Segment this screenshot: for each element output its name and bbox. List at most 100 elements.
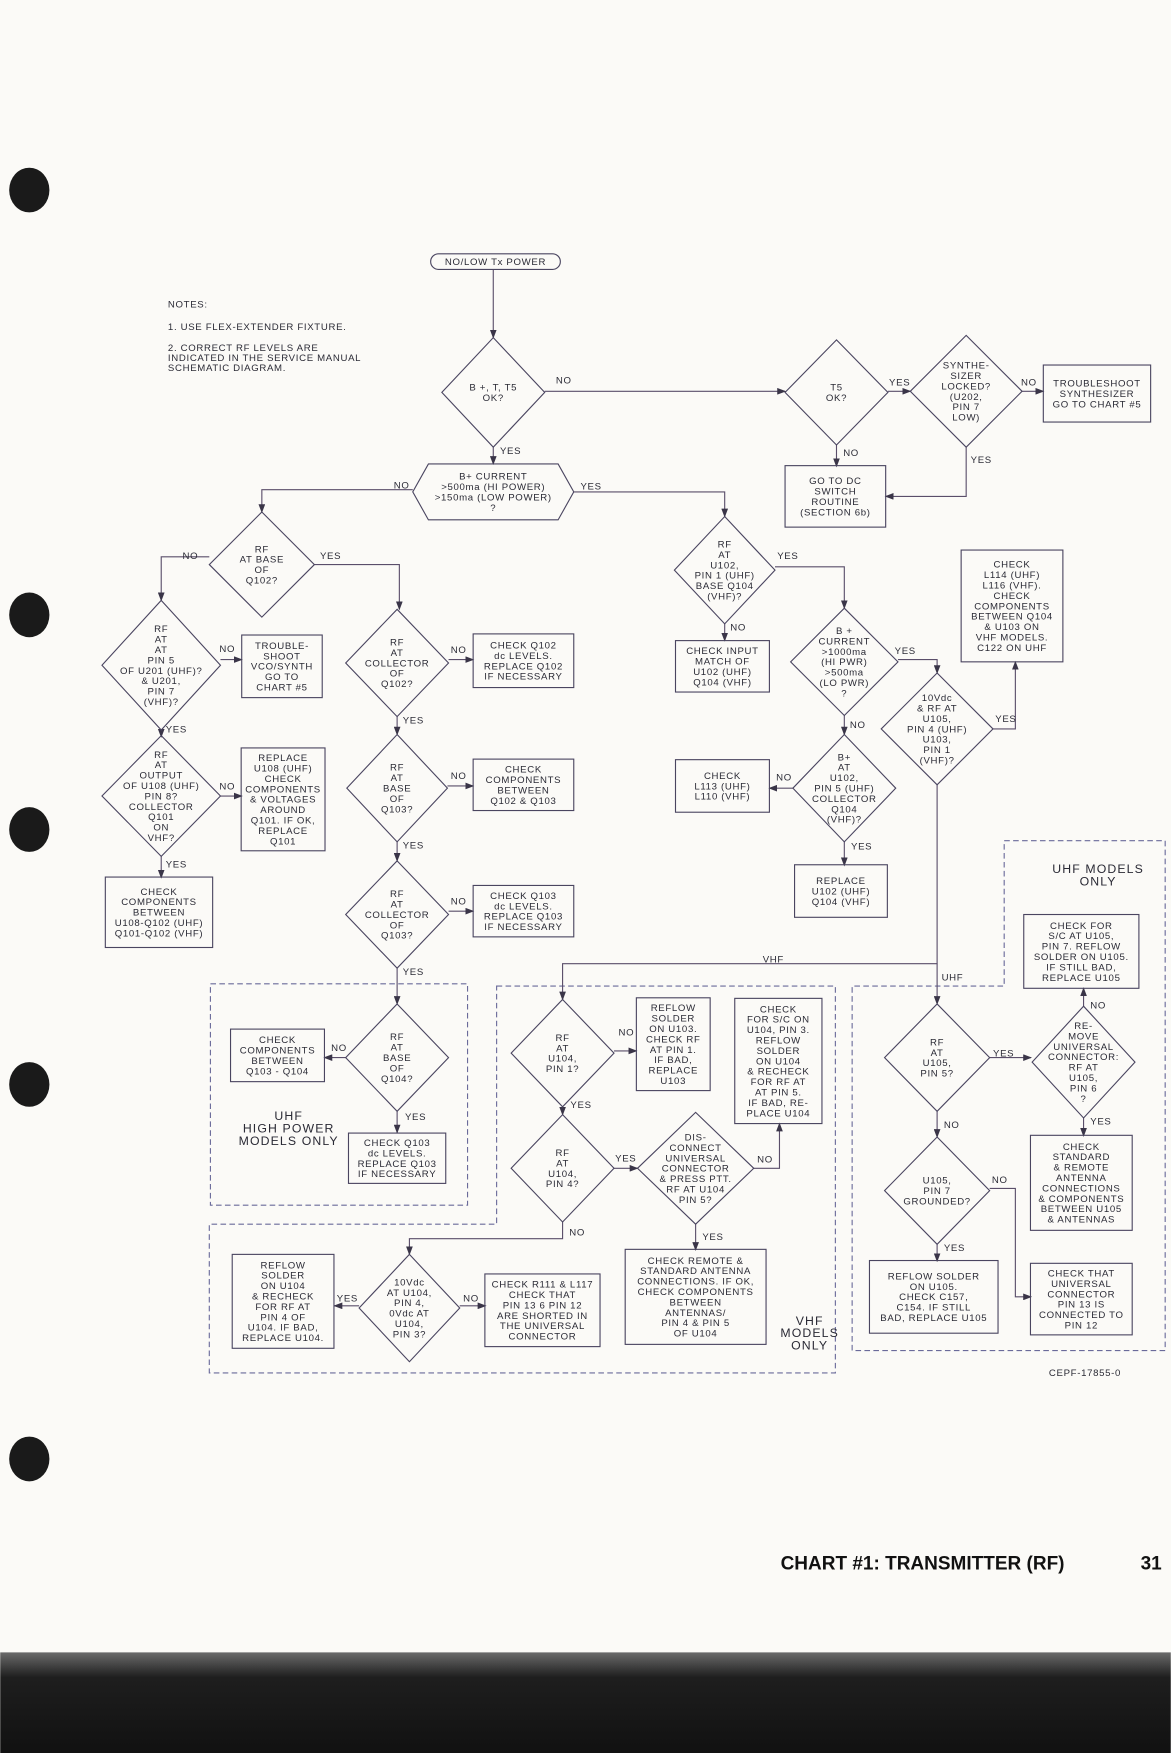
node-text: REFLOW SOLDER: [888, 1271, 980, 1282]
node-text: RF AT: [1069, 1063, 1099, 1074]
node-text: U104,: [395, 1319, 424, 1330]
node-d12-diamond: B +CURRENT>1000ma(HI PWR)>500ma(LO PWR)?: [789, 607, 899, 717]
node-text: CHECK REMOTE &: [648, 1256, 744, 1267]
node-text: CHECK COMPONENTS: [638, 1287, 754, 1298]
branch-label: YES: [995, 714, 1016, 725]
flow-arrow: UHF: [933, 963, 963, 1006]
node-text: TROUBLE-: [255, 641, 309, 652]
node-text: (U202,: [950, 392, 983, 403]
node-text: CONNECTOR:: [1048, 1052, 1119, 1063]
node-text: BASE: [383, 1053, 411, 1064]
arrow-line: [573, 491, 729, 518]
node-text: AT BASE: [240, 555, 284, 566]
branch-label: YES: [777, 551, 798, 562]
diamond-shape: [510, 998, 615, 1108]
flow-arrow: YES: [489, 446, 521, 466]
node-text: ARE SHORTED IN: [497, 1311, 588, 1322]
box-shape: [240, 747, 326, 852]
branch-label: VHF: [763, 955, 784, 966]
note-2-cont2: SCHEMATIC DIAGRAM.: [168, 363, 286, 374]
node-text: PIN 7: [148, 687, 175, 698]
node-text: CHECK: [140, 887, 177, 898]
node-text: SHOOT: [263, 651, 301, 662]
node-text: AT: [155, 760, 168, 771]
node-text: NO/LOW Tx POWER: [445, 257, 546, 268]
node-text: CONNECTIONS. IF OK,: [637, 1277, 754, 1288]
node-text: UNIVERSAL: [1051, 1279, 1112, 1290]
branch-label: NO: [850, 720, 866, 731]
diamond-shape: [208, 511, 316, 618]
node-text: CHECK: [265, 774, 302, 785]
node-text: COMPONENTS: [121, 897, 197, 908]
node-text: C122 ON UHF: [977, 643, 1047, 654]
branch-label: YES: [895, 646, 916, 657]
node-text: L110 (VHF): [695, 792, 751, 803]
node-text: UNIVERSAL: [665, 1153, 726, 1164]
branch-label: NO: [556, 375, 572, 386]
node-text: RF: [154, 750, 168, 761]
flow-arrow: VHF: [559, 784, 938, 1001]
node-text: Q102 & Q103: [490, 796, 556, 807]
flow-arrow: NO: [258, 481, 413, 514]
node-text: U108 (UHF): [254, 764, 313, 775]
node-text: MOVE: [1068, 1031, 1099, 1042]
node-text: FOR S/C ON: [747, 1015, 810, 1026]
node-text: dc LEVELS.: [494, 901, 553, 912]
flow-arrow: NO: [840, 715, 866, 736]
node-text: ANTENNAS/: [665, 1308, 726, 1319]
branch-label: NO: [843, 448, 859, 459]
branch-label: YES: [320, 551, 341, 562]
node-text: CHECK: [259, 1035, 296, 1046]
node-text: ?: [490, 503, 496, 514]
node-text: IF STILL BAD,: [1046, 962, 1116, 973]
flow-arrow: NO: [768, 772, 793, 792]
node-text: CONNECT: [670, 1143, 722, 1154]
node-text: CHECK Q103: [490, 891, 557, 902]
flow-arrow: NO: [833, 444, 859, 468]
flow-arrow: YES: [393, 1111, 426, 1134]
node-text: SOLDER ON U105.: [1034, 952, 1129, 963]
node-text: L113 (UHF): [694, 781, 750, 792]
node-text: U105,: [1069, 1073, 1098, 1084]
node-text: Q101: [148, 812, 174, 823]
node-text: U104,: [548, 1169, 577, 1180]
node-text: REPLACE: [258, 826, 308, 837]
node-text: CONNECTOR: [509, 1332, 577, 1343]
node-text: Q102?: [381, 679, 413, 690]
node-text: MATCH OF: [695, 656, 750, 667]
uhf-high-power-label: UHF: [274, 1109, 303, 1123]
box-shape: [347, 1132, 447, 1184]
node-text: & COMPONENTS: [1038, 1194, 1124, 1205]
notes-title: NOTES:: [168, 299, 208, 310]
box-shape: [241, 634, 323, 699]
node-text: & U103 ON: [984, 622, 1039, 633]
arrow-line: [884, 447, 967, 500]
diamond-shape: [784, 339, 889, 446]
branch-label: YES: [403, 715, 424, 726]
node-text: PIN 4,: [394, 1298, 425, 1309]
box-shape: [635, 997, 711, 1092]
flow-arrow: YES: [314, 551, 403, 611]
node-text: CONNECTIONS: [1042, 1183, 1120, 1194]
box-shape: [1023, 913, 1140, 989]
node-text: COLLECTOR: [812, 794, 877, 805]
node-text: PIN 1: [923, 745, 950, 756]
node-text: AT: [391, 773, 404, 784]
node-text: VCO/SYNTH: [251, 662, 313, 673]
node-text: PIN 4?: [546, 1179, 579, 1190]
flow-arrow: NO: [219, 781, 243, 800]
node-text: AT PIN 1.: [650, 1045, 697, 1056]
binder-hole: [9, 1436, 50, 1482]
node-text: (LO PWR): [819, 678, 869, 689]
